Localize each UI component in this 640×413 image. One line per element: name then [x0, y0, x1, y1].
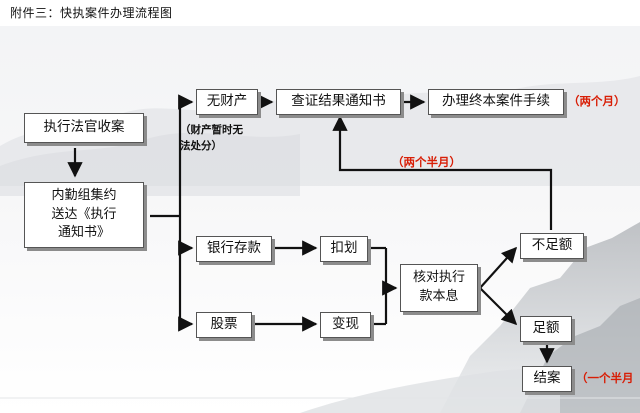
node-liquidate: 变现 — [320, 312, 371, 338]
page-title: 附件三：快执案件办理流程图 — [10, 6, 173, 20]
no-property-note: （财产暂时无 法处分） — [180, 124, 243, 153]
node-stock: 股票 — [196, 312, 252, 338]
duration-two-and-half-months: （两个半月） — [392, 155, 461, 169]
node-sufficient: 足额 — [520, 316, 572, 342]
node-close-case: 结案 — [522, 366, 572, 392]
arrow-to-insufficient — [479, 246, 518, 289]
node-bank-deposit: 银行存款 — [196, 236, 272, 262]
arrow-insufficient-to-investigate — [332, 115, 553, 230]
node-no-property: 无财产 — [196, 89, 258, 115]
duration-one-and-half-months: （一个半月 — [576, 371, 634, 385]
node-deduct: 扣划 — [320, 236, 368, 262]
duration-two-months: （两个月） — [568, 94, 626, 108]
flowchart-canvas: 执行法官收案 内勤组集约 送达《执行 通知书》 无财产 （财产暂时无 法处分） … — [0, 26, 640, 413]
node-insufficient: 不足额 — [520, 233, 584, 259]
node-terminate-procedure: 办理终本案件手续 — [428, 89, 564, 115]
node-verify-interest: 核对执行 款本息 — [400, 264, 478, 312]
flow-connectors — [67, 94, 555, 364]
arrow-to-sufficient — [479, 287, 518, 326]
node-investigation-notice: 查证结果通知书 — [276, 89, 401, 115]
node-deliver-notice: 内勤组集约 送达《执行 通知书》 — [24, 182, 144, 248]
node-accept-case: 执行法官收案 — [24, 113, 144, 143]
